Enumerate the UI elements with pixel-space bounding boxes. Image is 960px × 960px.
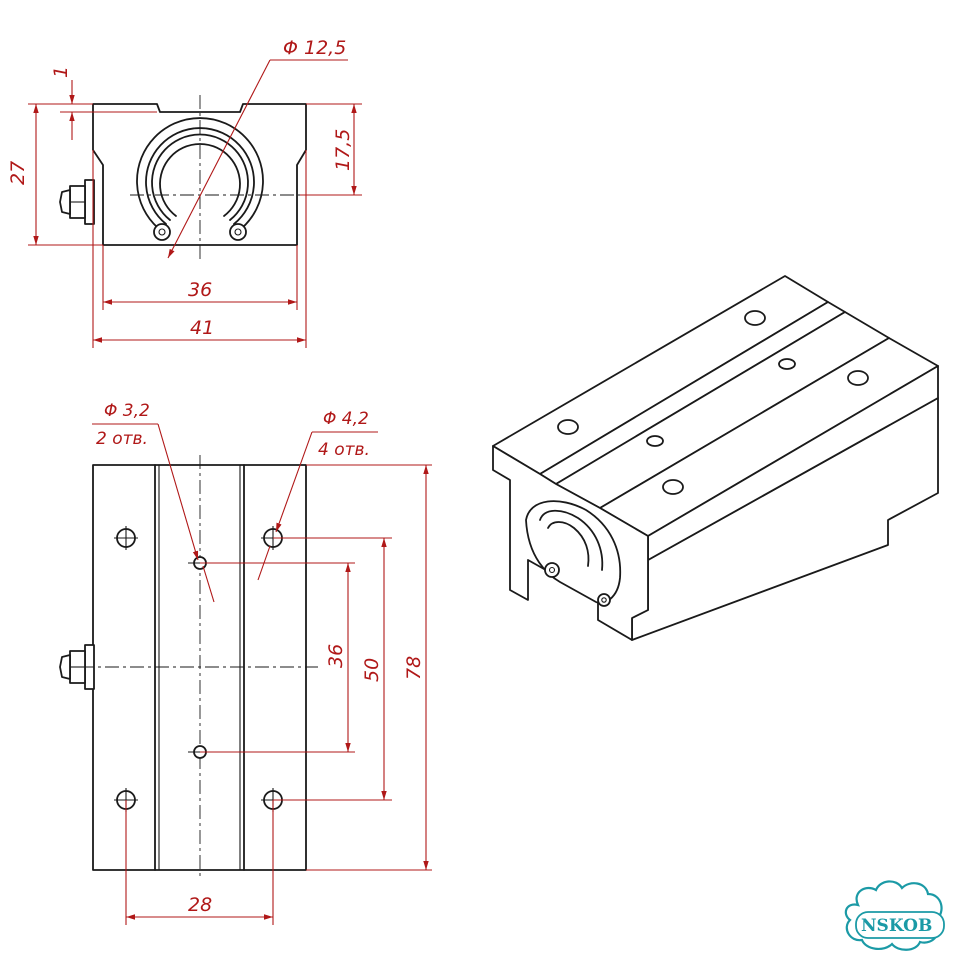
brand-logo: NSKOB (844, 880, 945, 951)
dim-hole-diameter: Φ 12,5 (283, 37, 346, 59)
iso-mounting-hole (847, 370, 869, 386)
bearing-outer-ring (136, 117, 264, 229)
dim-inner-width: 36 (188, 279, 212, 301)
grease-nipple-front (59, 179, 95, 225)
iso-mounting-hole-small (778, 358, 796, 370)
top-view (59, 455, 318, 880)
dim-height: 27 (7, 161, 29, 185)
dim-top-offset: 1 (50, 66, 72, 78)
top-view-dimensions: Φ 3,2 2 отв. Φ 4,2 4 отв. 36 50 78 28 (92, 401, 432, 925)
mounting-hole-large (114, 526, 138, 550)
dim-small-spacing: 36 (325, 644, 347, 668)
brand-logo-text: NSKOB (861, 916, 932, 936)
iso-mounting-hole (744, 310, 766, 326)
dim-large-spacing: 50 (361, 658, 383, 682)
iso-mounting-hole-small (646, 435, 664, 447)
front-view-body-outline (92, 103, 307, 246)
dim-overall-width: 41 (190, 317, 214, 339)
large-hole-label: Φ 4,2 (323, 409, 369, 429)
isometric-view (492, 275, 939, 641)
front-view (59, 95, 307, 260)
large-hole-count: 4 отв. (318, 440, 370, 460)
small-hole-label: Φ 3,2 (104, 401, 150, 421)
small-hole-count: 2 отв. (96, 429, 148, 449)
dim-hole-width: 28 (188, 894, 212, 916)
iso-mounting-hole (557, 419, 579, 435)
dim-center-height: 17,5 (332, 129, 354, 171)
dim-length: 78 (403, 656, 425, 680)
front-view-dimensions: Φ 12,5 1 27 17,5 36 41 (7, 37, 362, 348)
iso-mounting-hole (662, 479, 684, 495)
